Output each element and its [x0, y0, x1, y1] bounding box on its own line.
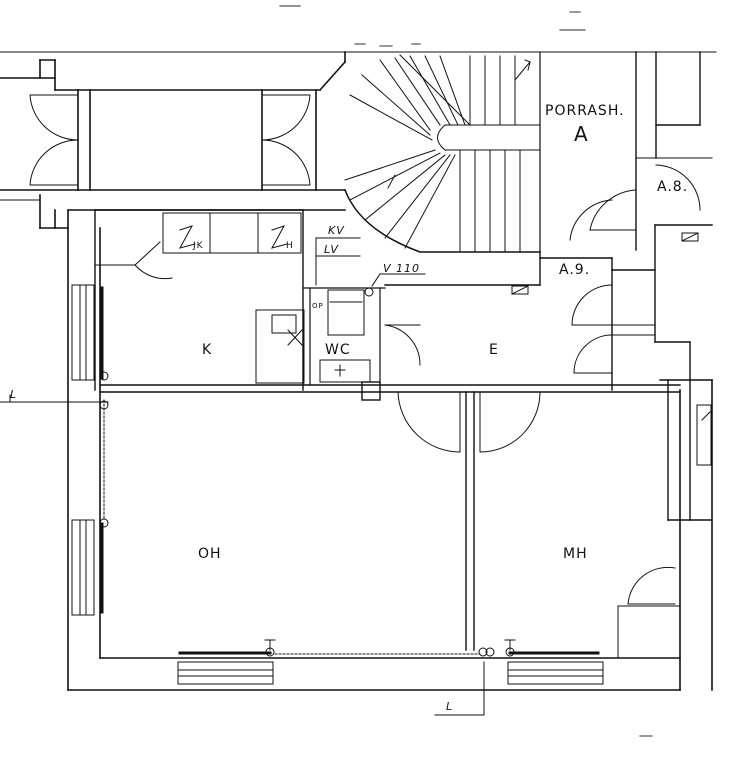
- room-label-kitchen: K: [202, 342, 213, 358]
- interior-walls: [99, 384, 681, 659]
- section-mark-bottom: L: [446, 700, 454, 713]
- apartment-label-a8: A.8.: [657, 179, 689, 195]
- room-label-bedroom: MH: [563, 546, 588, 562]
- kitchen-walls: [94, 209, 305, 391]
- service-marks: [315, 237, 529, 295]
- fixture-label-op: OP: [312, 302, 324, 310]
- vestibule-doors: [29, 94, 311, 186]
- corridor-right: [384, 51, 713, 521]
- section-lines: [0, 394, 485, 716]
- room-label-toilet: WC: [325, 342, 351, 358]
- outer-walls: [0, 51, 713, 691]
- fixture-label-h: H: [286, 241, 294, 251]
- room-label-hall: E: [489, 342, 499, 358]
- stairwell: [343, 51, 541, 253]
- stairwell-name: PORRASH.: [545, 103, 625, 119]
- fixture-label-jk: JK: [193, 241, 204, 251]
- windows: [71, 284, 712, 685]
- section-mark-left: L: [10, 388, 18, 401]
- stairwell-letter: A: [574, 122, 589, 146]
- fixture-label-v110: V 110: [383, 262, 421, 275]
- fixture-label-lv: LV: [324, 243, 339, 256]
- apartment-label-a9: A.9.: [559, 262, 591, 278]
- fixture-label-kv: KV: [328, 224, 345, 237]
- toilet-walls: [302, 287, 421, 401]
- room-label-living: OH: [198, 546, 222, 562]
- scan-noise: [279, 5, 653, 737]
